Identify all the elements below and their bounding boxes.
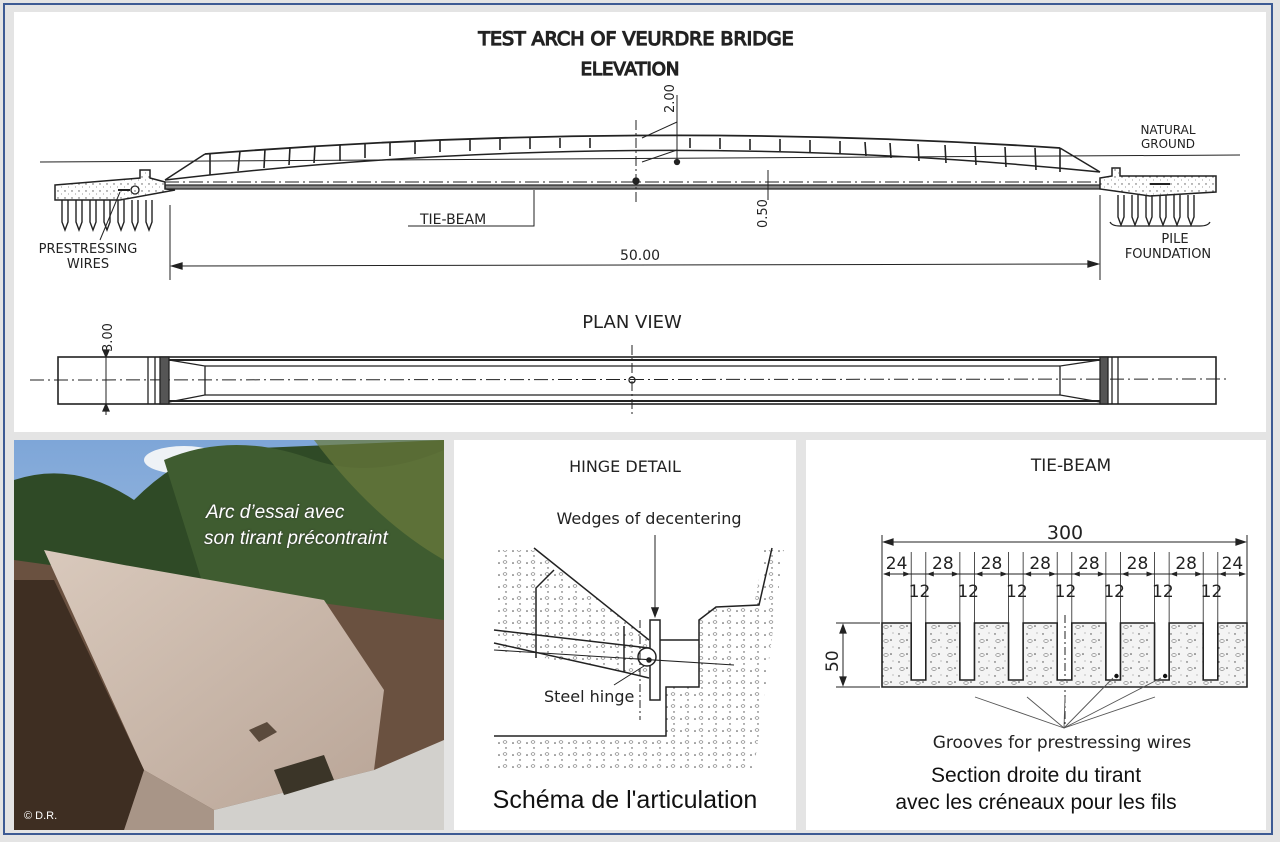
span-dimension-line	[171, 263, 1099, 267]
natural-ground-line	[39, 154, 1241, 163]
tie-depth-dimension: 0.50	[756, 199, 771, 228]
tie-beam-label: TIE-BEAM	[419, 212, 486, 228]
prestressing-label: PRESTRESSING	[39, 242, 138, 257]
arch-concrete	[44, 550, 384, 810]
dimension-arrow	[883, 571, 911, 577]
elevation-plan-panel: TEST ARCH OF VEURDRE BRIDGE ELEVATION	[14, 12, 1266, 432]
segment-dimension-0: 24	[886, 554, 908, 574]
tie-beam-caption: Section droite du tirant avec les crénea…	[806, 762, 1266, 816]
tie-beam	[164, 184, 1101, 190]
segment-dimension-7: 24	[1222, 554, 1244, 574]
elevation-subtitle: ELEVATION	[581, 59, 680, 80]
segment-dimension-6: 28	[1175, 554, 1197, 574]
left-piles	[61, 200, 153, 232]
wedges-label: Wedges of decentering	[556, 509, 741, 528]
left-abutment	[54, 169, 176, 201]
hinge-detail-drawing: HINGE DETAIL Wedges of decentering Steel…	[493, 457, 784, 770]
groove-dimension-1: 12	[957, 582, 979, 602]
span-dimension: 50.00	[620, 248, 660, 264]
tie-beam-caption-line-1: Section droite du tirant	[930, 764, 1142, 787]
plan-view-drawing: PLAN VIEW 3.00	[29, 312, 1231, 415]
grooves-label: Grooves for prestressing wires	[933, 733, 1192, 753]
tie-beam-section-drawing: TIE-BEAM 300 50 241228122812281228122812…	[823, 456, 1248, 753]
photo-credit: © D.R.	[24, 810, 58, 822]
tie-beam-title: TIE-BEAM	[1030, 456, 1111, 476]
photo-caption: Arc d’essai avec son tirant précontraint	[204, 500, 388, 552]
steel-hinge-label: Steel hinge	[544, 687, 634, 706]
hinge-detail-panel: HINGE DETAIL Wedges of decentering Steel…	[454, 440, 796, 830]
elevation-title: TEST ARCH OF VEURDRE BRIDGE	[477, 28, 793, 50]
segment-dimension-4: 28	[1078, 554, 1100, 574]
hinge-caption: Schéma de l'articulation	[492, 786, 758, 814]
natural-ground-label: NATURAL	[1140, 123, 1195, 137]
test-arch-photo: Arc d’essai avec son tirant précontraint…	[14, 440, 444, 830]
height-dimension: 50	[823, 650, 843, 672]
arch-extrados	[204, 134, 1061, 155]
groove-dimension-6: 12	[1201, 582, 1223, 602]
dimension-arrow	[1072, 571, 1105, 577]
pile-foundation-label-2: FOUNDATION	[1125, 247, 1211, 262]
segment-dimension-2: 28	[981, 554, 1003, 574]
dimension-arrow	[1121, 571, 1154, 577]
natural-ground-label-2: GROUND	[1141, 137, 1195, 151]
prestressing-wire	[1162, 673, 1168, 679]
prestressing-wire	[1114, 673, 1119, 679]
segment-dimension-1: 28	[932, 554, 954, 574]
hinge-detail-title: HINGE DETAIL	[569, 457, 681, 476]
segment-dimension-3: 28	[1029, 554, 1051, 574]
right-piles	[1117, 195, 1195, 227]
dimension-arrow	[975, 571, 1008, 577]
photo-caption-line-1: Arc d’essai avec	[206, 502, 345, 523]
tie-beam-caption-line-2: avec les créneaux pour les fils	[895, 791, 1177, 814]
plan-width-dimension: 3.00	[101, 323, 116, 352]
prestressing-label-2: WIRES	[67, 257, 109, 272]
arch-voussoir-joints	[209, 138, 1061, 175]
dimension-arrow	[1024, 571, 1057, 577]
elevation-drawing: TEST ARCH OF VEURDRE BRIDGE ELEVATION	[29, 27, 1241, 415]
rise-dimension: 2.00	[663, 84, 678, 113]
total-width-dimension: 300	[1047, 522, 1083, 544]
photo-caption-line-2: son tirant précontraint	[204, 528, 388, 549]
photo-image	[14, 440, 444, 830]
right-abutment	[1099, 167, 1217, 197]
plan-view-title: PLAN VIEW	[582, 312, 682, 333]
segment-dimension-5: 28	[1127, 554, 1149, 574]
groove-dimension-2: 12	[1006, 582, 1028, 602]
dimension-arrow	[1170, 571, 1203, 577]
groove-dimension-5: 12	[1152, 582, 1174, 602]
groove-dimension-0: 12	[909, 582, 931, 602]
groove-dimension-3: 12	[1055, 582, 1077, 602]
outer-frame	[3, 3, 1273, 835]
groove-dimension-4: 12	[1103, 582, 1125, 602]
dimension-arrow	[926, 571, 959, 577]
pile-foundation-label: PILE	[1161, 232, 1188, 247]
arch-intrados	[164, 149, 1101, 181]
dimension-arrow	[1218, 571, 1246, 577]
